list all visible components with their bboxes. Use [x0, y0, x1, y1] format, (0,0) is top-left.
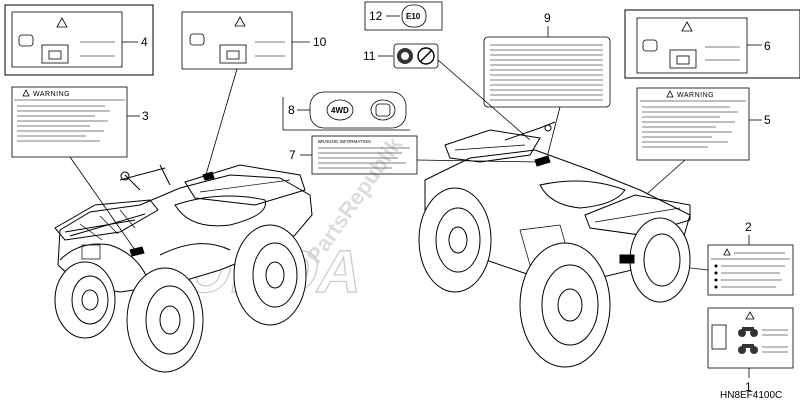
callout-5: 5	[764, 113, 771, 127]
warning-triangle-icon	[56, 17, 68, 28]
warning-triangle-icon	[22, 89, 30, 97]
label-9-sticker[interactable]	[483, 36, 611, 108]
cargo-weight-icon	[669, 49, 697, 69]
fuel-icon	[642, 39, 658, 52]
callout-10: 10	[313, 35, 327, 49]
label-3-heading: WARNING	[33, 91, 70, 98]
label-1-group: 1	[707, 307, 794, 394]
callout-3: 3	[142, 109, 149, 123]
warning-triangle-icon	[723, 248, 731, 256]
atv-rider-icon	[738, 327, 758, 354]
label-6-group: 6	[624, 9, 800, 79]
label-3-sticker[interactable]	[11, 86, 128, 158]
callout-2: 2	[745, 220, 752, 234]
4wd-badge	[326, 99, 354, 121]
callout-12: 12	[369, 9, 383, 23]
label-2-sticker[interactable]	[707, 244, 794, 296]
cargo-weight-icon	[219, 44, 247, 64]
label-5-group: WARNING 5	[636, 87, 771, 201]
label-1-sticker[interactable]	[707, 307, 794, 369]
fuel-icon	[189, 33, 205, 46]
label-11-sticker[interactable]	[393, 43, 439, 69]
fuel-icon	[375, 103, 391, 117]
label-3-group: WARNING 3	[11, 86, 149, 158]
part-code: HN8EF4100C	[720, 390, 782, 401]
warning-triangle-icon	[745, 311, 755, 320]
callout-11: 11	[363, 49, 376, 63]
badge-e10-text: E10	[406, 12, 421, 21]
callout-4: 4	[141, 35, 148, 49]
label-4-group: 4	[4, 4, 154, 76]
fuel-icon	[18, 34, 34, 47]
label-12-sticker[interactable]	[401, 4, 427, 28]
callout-7: 7	[289, 148, 296, 162]
warning-triangle-icon	[666, 90, 674, 98]
label-7-group: BRAKING INFORMATION 7	[289, 135, 418, 175]
callout-8: 8	[288, 103, 295, 117]
label-8-group: 4WD 8	[282, 91, 410, 131]
atv-left-illustration	[54, 164, 313, 373]
atv-right-illustration	[418, 121, 691, 368]
label-5-heading: WARNING	[677, 92, 714, 99]
label-12-group: 12 E10	[364, 1, 443, 31]
label-7-leader	[416, 159, 541, 163]
label-5-sticker[interactable]	[636, 87, 750, 161]
label-6-sticker[interactable]	[636, 17, 748, 74]
callout-6: 6	[764, 39, 771, 53]
label-9-group: 9	[483, 11, 611, 166]
label-4-sticker[interactable]	[11, 11, 123, 68]
warning-triangle-icon	[681, 21, 693, 32]
cargo-weight-icon	[41, 44, 69, 64]
no-symbol-icon	[417, 47, 435, 65]
label-10-sticker[interactable]	[181, 11, 293, 70]
label-8-sticker[interactable]	[309, 91, 407, 129]
callout-1: 1	[745, 380, 752, 394]
braking-heading: BRAKING INFORMATION	[318, 139, 371, 144]
label-10-group: 10	[181, 11, 327, 70]
left-atv-leaders	[69, 68, 238, 251]
warning-triangle-icon	[234, 16, 246, 27]
callout-9: 9	[544, 11, 551, 25]
badge-4wd-text: 4WD	[331, 106, 349, 115]
